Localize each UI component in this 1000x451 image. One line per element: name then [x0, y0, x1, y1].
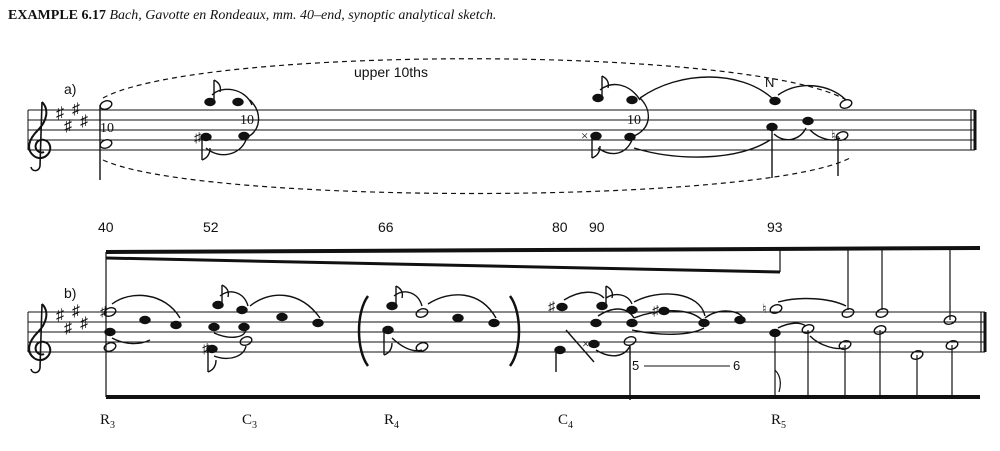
- key-signature-b: ♯♯ ♯♯: [56, 303, 88, 337]
- section-label-c3: C3: [242, 412, 257, 431]
- example-caption: EXAMPLE 6.17 Bach, Gavotte en Rondeaux, …: [8, 8, 496, 24]
- section-label-r4: R4: [384, 412, 399, 431]
- treble-clef-b-icon: [28, 303, 52, 374]
- key-signature-a: ♯♯ ♯♯: [56, 101, 88, 135]
- section-label-r5: R5: [771, 412, 786, 431]
- upper-tenths-label: upper 10ths: [354, 64, 428, 80]
- example-description: Bach, Gavotte en Rondeaux, mm. 40–end, s…: [109, 8, 497, 23]
- notes-a: [99, 75, 853, 180]
- measure-number: 52: [203, 219, 219, 235]
- svg-text:♮: ♮: [831, 128, 836, 143]
- svg-text:♯: ♯: [652, 304, 660, 319]
- accidentals-a: ♯ × ♮: [194, 128, 836, 146]
- interval-label-2: 10: [240, 113, 254, 128]
- svg-text:♯: ♯: [80, 113, 88, 130]
- beams-b: [105, 246, 981, 399]
- accidentals-b: ♯ ♯ ♯ ♯ × ♮: [100, 300, 767, 357]
- figure-5: 5: [632, 358, 639, 373]
- interval-label-1: 10: [100, 121, 114, 136]
- svg-text:♯: ♯: [80, 315, 88, 332]
- svg-text:♯: ♯: [194, 131, 202, 146]
- neighbor-label: N: [765, 75, 774, 90]
- section-label-c4: C4: [558, 412, 573, 431]
- upper-tenths-dashed-arc: [102, 58, 851, 103]
- measure-number: 66: [378, 219, 394, 235]
- measure-number: 80: [552, 219, 568, 235]
- notes-b: [103, 284, 959, 400]
- svg-text:♯: ♯: [202, 342, 210, 357]
- measure-number: 40: [98, 219, 114, 235]
- treble-clef-a-icon: [28, 101, 52, 172]
- measure-numbers: 40 52 66 80 90 93: [98, 219, 783, 235]
- measure-number: 93: [767, 219, 783, 235]
- svg-text:♯: ♯: [56, 307, 64, 324]
- figured-bass: 5 6: [632, 358, 740, 373]
- staff-a-lines: [27, 109, 977, 151]
- lower-dashed-arc: [102, 157, 851, 195]
- svg-text:×: ×: [582, 336, 589, 351]
- section-labels: R3 C3 R4 C4 R5: [100, 412, 786, 431]
- interval-label-3: 10: [627, 113, 641, 128]
- svg-text:♮: ♮: [762, 301, 767, 316]
- figure-6: 6: [733, 358, 740, 373]
- svg-text:♯: ♯: [72, 303, 80, 320]
- svg-text:♯: ♯: [100, 305, 108, 320]
- svg-text:×: ×: [581, 128, 588, 143]
- measure-number: 90: [589, 219, 605, 235]
- section-label-r3: R3: [100, 412, 115, 431]
- svg-text:♯: ♯: [72, 101, 80, 118]
- svg-text:♯: ♯: [64, 118, 72, 135]
- system-a: a) ♯♯ ♯♯ upper 10ths: [27, 58, 977, 195]
- system-b-label: b): [64, 285, 76, 301]
- svg-text:♯: ♯: [56, 105, 64, 122]
- svg-text:♯: ♯: [64, 320, 72, 337]
- system-a-label: a): [64, 81, 76, 97]
- example-label: EXAMPLE 6.17: [8, 8, 106, 23]
- staff-b-lines: [27, 311, 987, 353]
- system-b: 40 52 66 80 90 93 b): [27, 219, 987, 431]
- svg-text:♯: ♯: [548, 300, 556, 315]
